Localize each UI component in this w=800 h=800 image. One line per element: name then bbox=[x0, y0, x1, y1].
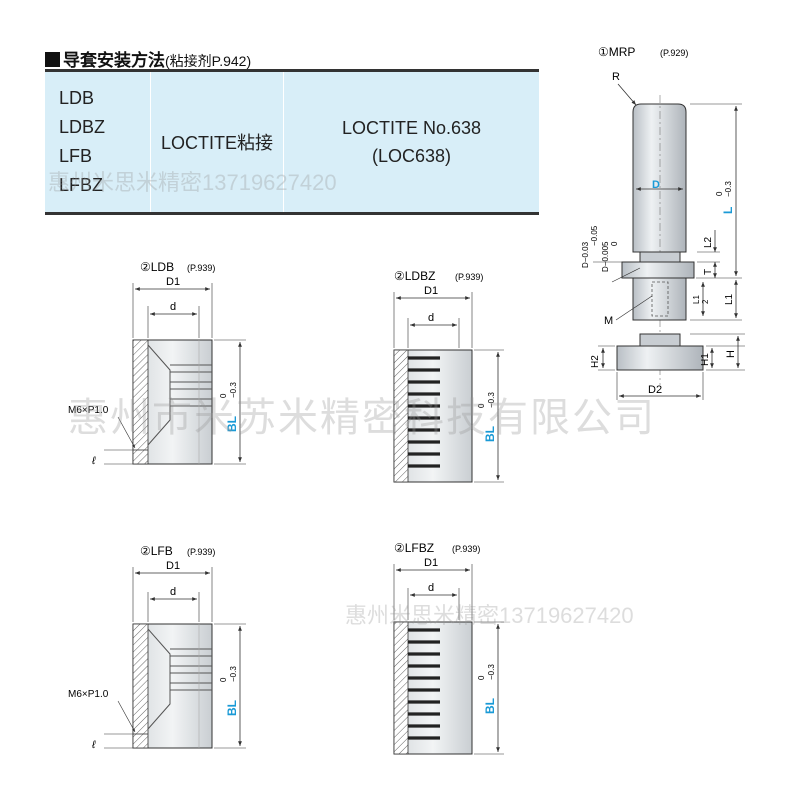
ldbz-label-bl: BL bbox=[483, 426, 497, 442]
ldb-label-d1: D1 bbox=[166, 276, 180, 288]
lfb-label-d1: D1 bbox=[166, 560, 180, 572]
mrp-d-tol-b2: 0 bbox=[610, 241, 619, 246]
ldb-title: ②LDB bbox=[140, 260, 174, 274]
mrp-label-t: T bbox=[703, 269, 714, 275]
mrp-base bbox=[632, 277, 687, 321]
mrp-label-d: D bbox=[652, 179, 660, 191]
product-cell: LOCTITE No.638 (LOC638) bbox=[284, 71, 540, 214]
ldbz-bl-tol-lower: −0.3 bbox=[487, 392, 496, 408]
ldb-label-d: d bbox=[170, 301, 176, 313]
lfb-ref: (P.939) bbox=[187, 547, 215, 557]
mrp-label-l1-small: L1 bbox=[692, 295, 701, 304]
ldbz-drawing: ②LDBZ (P.939) D1 d BL 0 −0.3 bbox=[393, 269, 504, 483]
mrp-d-tol-b: D−0.005 bbox=[601, 241, 610, 272]
section-subtitle: (粘接剂P.942) bbox=[165, 53, 252, 69]
model-ldb: LDB bbox=[59, 88, 95, 108]
mrp-title: ①MRP bbox=[598, 45, 635, 59]
lfb-bl-tol-upper: 0 bbox=[219, 677, 228, 682]
lfbz-label-bl: BL bbox=[483, 698, 497, 714]
lfbz-label-d: d bbox=[428, 582, 434, 594]
ldb-bl-tol-upper: 0 bbox=[219, 393, 228, 398]
ldb-bl-tol-lower: −0.3 bbox=[229, 382, 238, 398]
lfb-label-ell: ℓ bbox=[91, 739, 96, 751]
mrp-d-tol-a: D−0.03 bbox=[581, 241, 590, 268]
lfb-bl-tol-lower: −0.3 bbox=[229, 666, 238, 682]
model-ldbz: LDBZ bbox=[59, 117, 106, 137]
mrp-label-h: H bbox=[725, 350, 737, 358]
lfb-label-bl: BL bbox=[225, 700, 239, 716]
square-bullet-icon bbox=[45, 52, 60, 67]
lfbz-bl-tol-lower: −0.3 bbox=[487, 664, 496, 680]
lfb-drawing: ②LFB (P.939) D1 d M6×P1.0 ℓ BL 0 −0.3 bbox=[68, 544, 246, 751]
ldbz-ref: (P.939) bbox=[455, 272, 483, 282]
lfbz-title: ②LFBZ bbox=[394, 541, 434, 555]
mrp-flange bbox=[621, 261, 695, 279]
mrp-ref: (P.929) bbox=[660, 48, 688, 58]
mrp-d-tol-a2: −0.05 bbox=[590, 225, 599, 246]
model-lfbz: LFBZ bbox=[59, 175, 104, 195]
lfbz-drawing: ②LFBZ (P.939) D1 d BL 0 −0.3 bbox=[393, 541, 504, 755]
mrp-drawing: ①MRP (P.929) R D L 0 −0.3 L2 T L1 bbox=[581, 45, 745, 400]
mrp-label-h1: H1 bbox=[700, 353, 711, 366]
model-lfb: LFB bbox=[59, 146, 93, 166]
ldbz-title: ②LDBZ bbox=[394, 269, 435, 283]
mrp-label-l1: L1 bbox=[724, 293, 735, 305]
mrp-label-l2: L2 bbox=[703, 236, 714, 248]
lfb-title: ②LFB bbox=[140, 544, 173, 558]
ldbz-bl-tol-upper: 0 bbox=[477, 403, 486, 408]
mrp-label-h2: H2 bbox=[590, 355, 601, 368]
ldb-label-bl: BL bbox=[225, 416, 239, 432]
mrp-label-m: M bbox=[604, 315, 613, 327]
section-title-text: 导套安装方法 bbox=[63, 51, 165, 70]
mrp-seat bbox=[616, 345, 704, 371]
mrp-label-two: 2 bbox=[701, 299, 710, 304]
ldbz-label-d1: D1 bbox=[424, 285, 438, 297]
lfb-label-d: d bbox=[170, 586, 176, 598]
mrp-label-l: L bbox=[721, 207, 735, 214]
product-name: LOCTITE No.638 bbox=[341, 118, 482, 138]
models-cell: LDB LDBZ LFB LFBZ bbox=[45, 70, 151, 214]
method-cell: LOCTITE粘接 bbox=[150, 70, 284, 214]
lfb-label-thread: M6×P1.0 bbox=[68, 689, 109, 700]
ldb-label-ell: ℓ bbox=[91, 455, 96, 467]
ldb-drawing: ②LDB (P.939) D1 d M6×P1.0 ℓ BL 0 −0.3 bbox=[68, 260, 246, 467]
mrp-shaft bbox=[632, 103, 687, 253]
lfbz-label-d1: D1 bbox=[424, 557, 438, 569]
lfbz-ref: (P.939) bbox=[452, 544, 480, 554]
ldb-ref: (P.939) bbox=[187, 263, 215, 273]
mrp-l-tol-upper: 0 bbox=[715, 191, 724, 196]
product-code: (LOC638) bbox=[371, 146, 452, 166]
lfbz-bl-tol-upper: 0 bbox=[477, 675, 486, 680]
mrp-label-d2: D2 bbox=[648, 384, 662, 396]
mrp-label-r: R bbox=[612, 71, 620, 83]
ldbz-label-d: d bbox=[428, 312, 434, 324]
ldb-label-thread: M6×P1.0 bbox=[68, 405, 109, 416]
adhesive-table: LDB LDBZ LFB LFBZ LOCTITE粘接 LOCTITE No.6… bbox=[45, 69, 539, 215]
mrp-l-tol-lower: −0.3 bbox=[724, 181, 733, 197]
section-title: 导套安装方法(粘接剂P.942) bbox=[45, 46, 251, 71]
